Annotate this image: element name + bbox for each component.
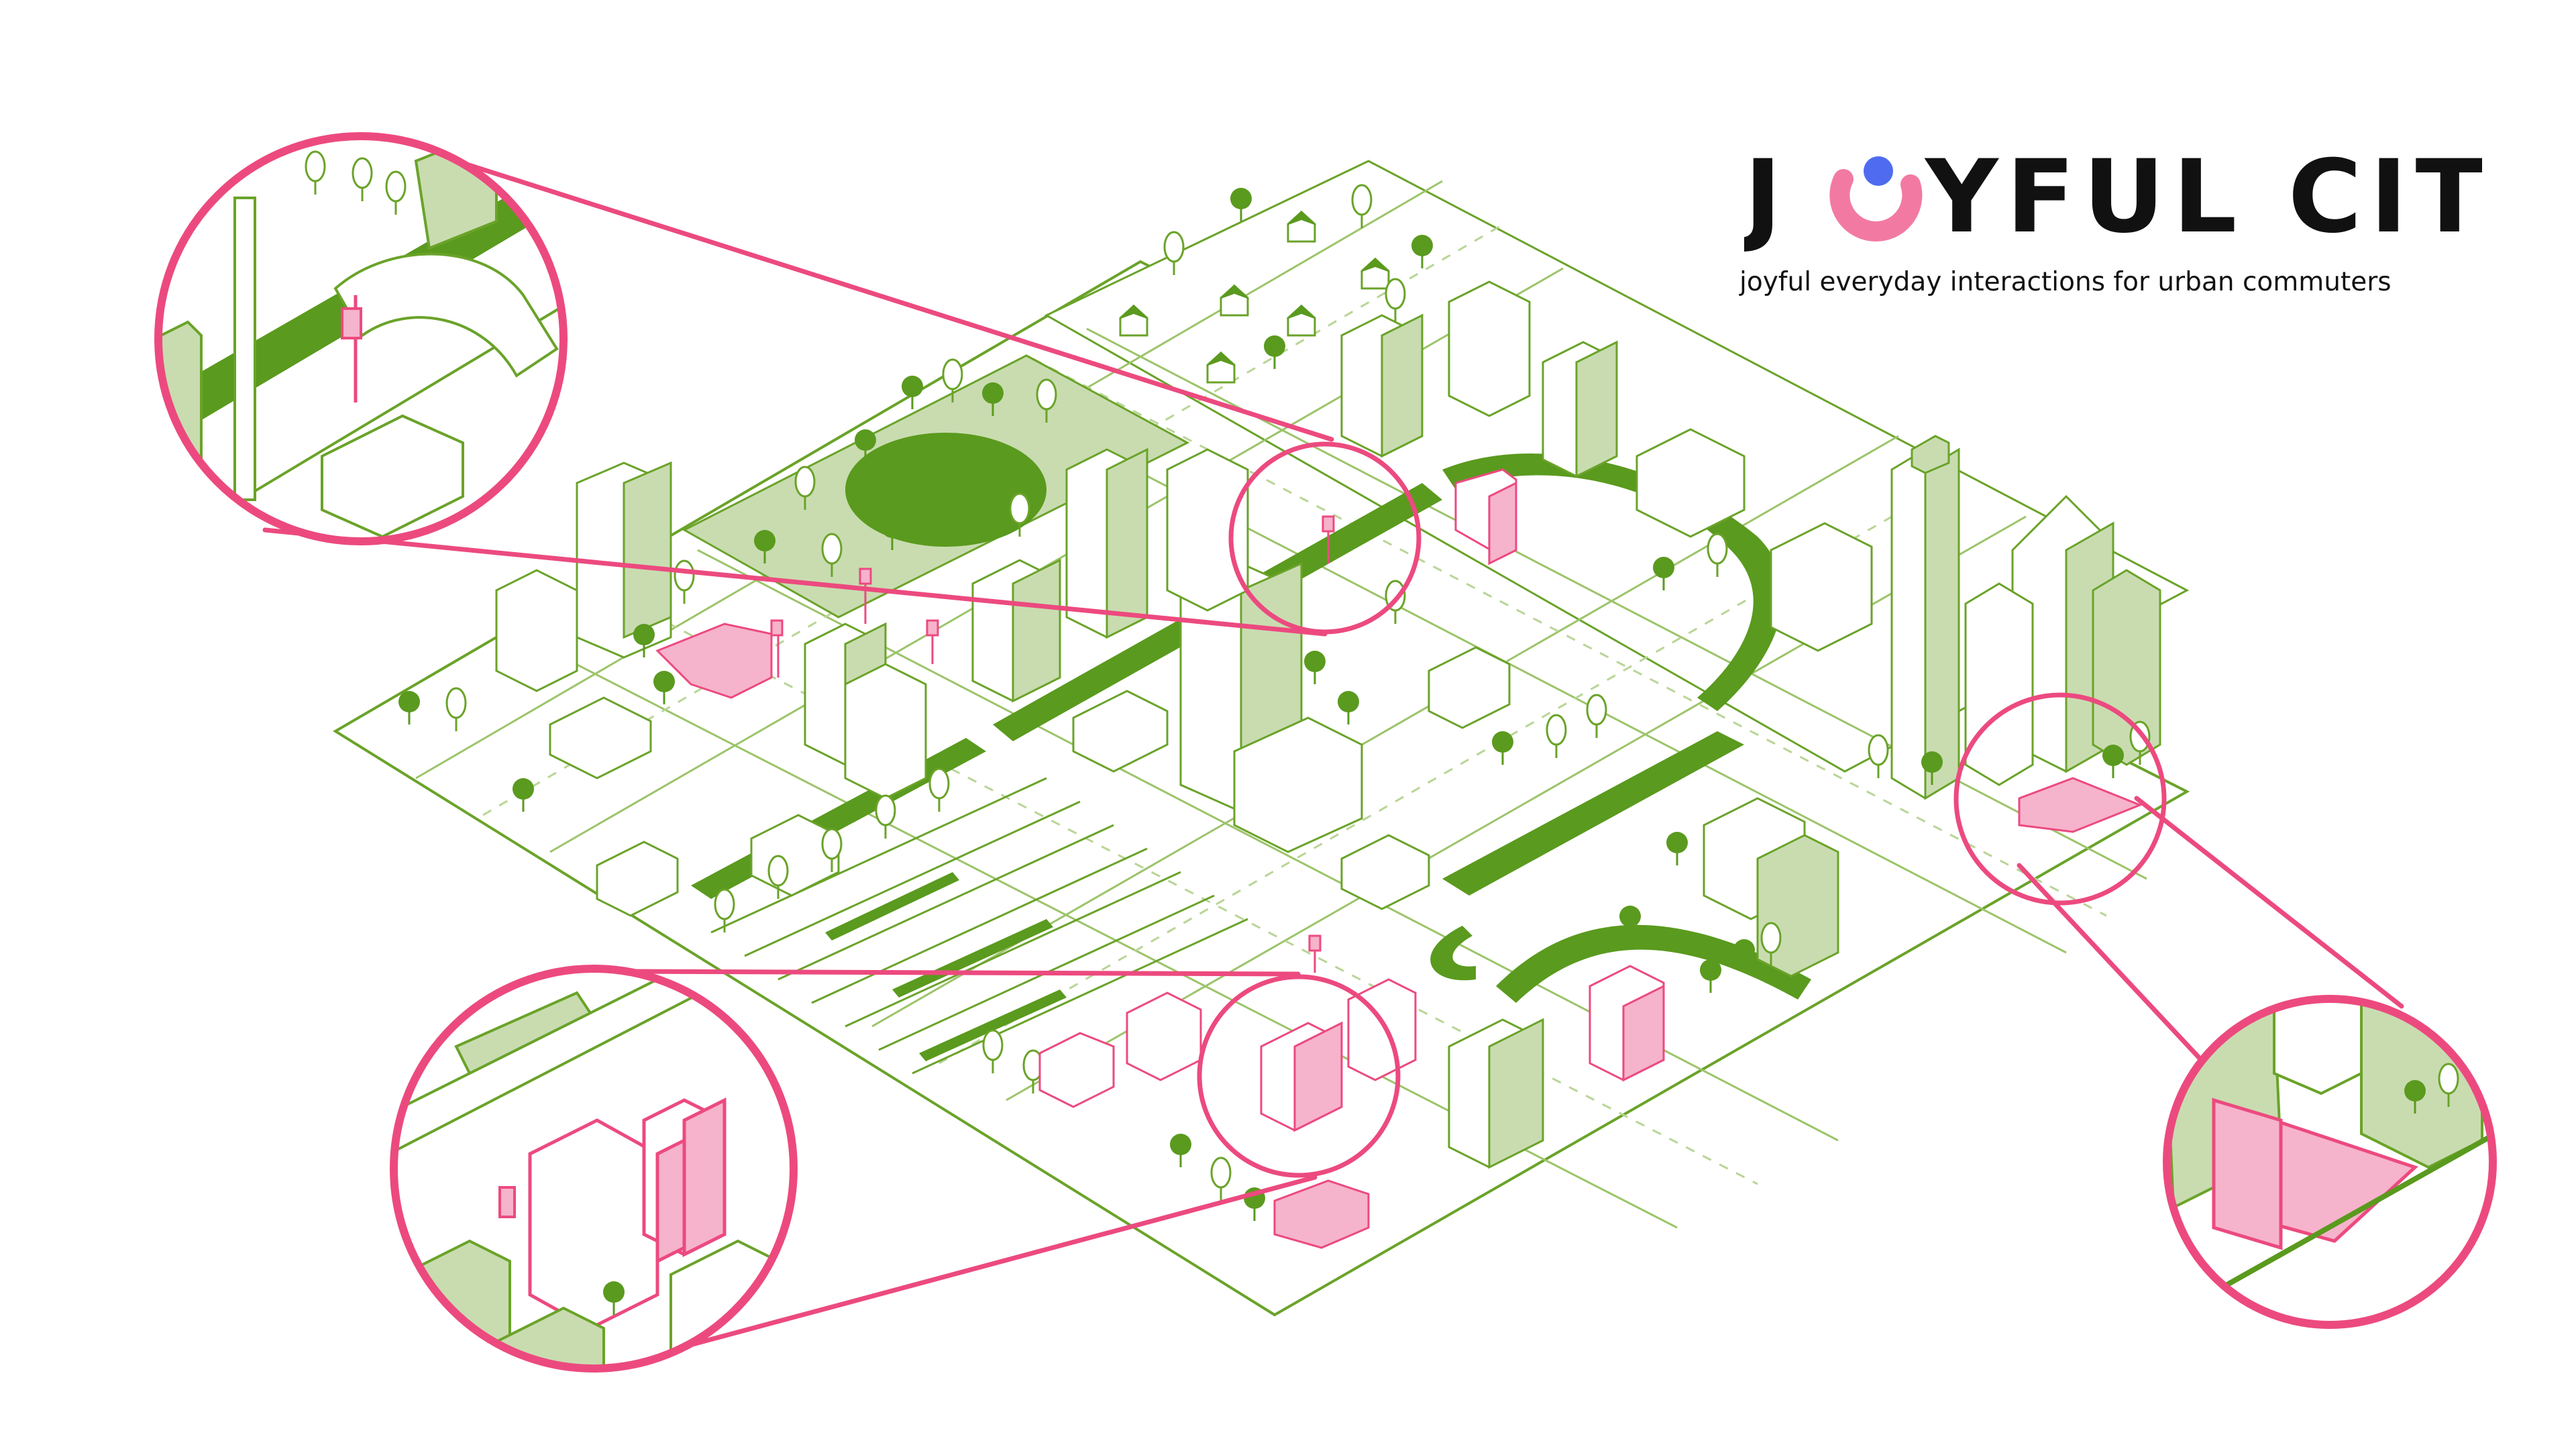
zoom-detail-lamp-bridge [154,132,568,545]
ring-with-dot-icon [1829,156,1923,241]
tagline: joyful everyday interactions for urban c… [1739,267,2392,297]
brand-title: J YFUL CITY [1738,138,2565,256]
brand-title-suffix: YFUL CITY [1924,139,2482,252]
pink-interventions [655,468,2143,1249]
zoom-detail-pink-shelter [2163,995,2497,1329]
callout-connectors [262,158,2404,1351]
buildings-east [1890,435,2161,800]
buildings-west [495,447,1169,917]
rail-yard [710,777,1248,1075]
callout-markers [1197,441,2167,1178]
brand-title-prefix: J [1744,139,1790,252]
zoom-detail-pink-kiosks [390,965,798,1373]
buildings-centre [1166,280,1873,1169]
